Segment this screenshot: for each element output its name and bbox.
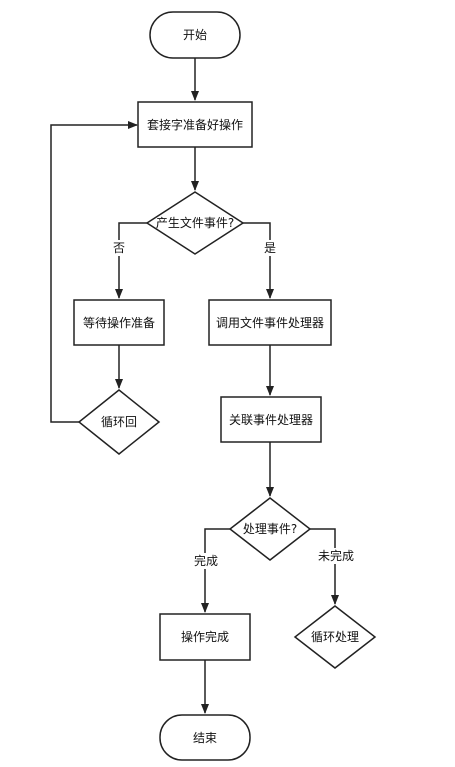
wait-prepare-node — [73, 299, 165, 346]
edge-done-to-op — [201, 528, 230, 613]
process-event-decision-node — [228, 497, 312, 561]
loop-process-label: 循环处理 — [311, 630, 359, 644]
op-done-node — [159, 613, 251, 661]
branch-yes-label: 是 — [264, 241, 276, 255]
branch-no-label: 否 — [113, 241, 125, 255]
prepare-node — [137, 101, 253, 148]
edge-no-to-wait — [115, 222, 147, 299]
end-node — [159, 714, 251, 761]
assoc-handler-label: 关联事件处理器 — [229, 413, 313, 427]
call-handler-node — [208, 299, 332, 346]
loop-back-decision-node — [77, 389, 161, 455]
prepare-label: 套接字准备好操作 — [147, 117, 243, 132]
edge-notdone-to-loop — [310, 528, 339, 605]
start-label: 开始 — [183, 28, 207, 42]
branch-no-bg — [112, 240, 126, 256]
branch-done-bg — [193, 553, 219, 569]
start-node — [149, 11, 241, 59]
edge-loop-back-to-prepare — [50, 121, 138, 423]
edge-yes-to-call — [243, 222, 274, 299]
call-handler-label: 调用文件事件处理器 — [216, 315, 324, 330]
file-event-decision-label: 产生文件事件? — [156, 215, 234, 230]
process-event-decision-label: 处理事件? — [243, 522, 297, 536]
branch-not-done-bg — [317, 548, 355, 564]
assoc-handler-node — [220, 396, 322, 443]
loop-back-label: 循环回 — [101, 415, 137, 429]
loop-process-decision-node — [293, 605, 377, 669]
branch-yes-bg — [263, 240, 277, 256]
branch-done-label: 完成 — [194, 553, 218, 568]
end-label: 结束 — [193, 731, 217, 745]
branch-not-done-label: 未完成 — [318, 548, 354, 563]
op-done-label: 操作完成 — [181, 629, 229, 644]
wait-prepare-label: 等待操作准备 — [83, 315, 155, 330]
file-event-decision-node — [145, 191, 245, 255]
